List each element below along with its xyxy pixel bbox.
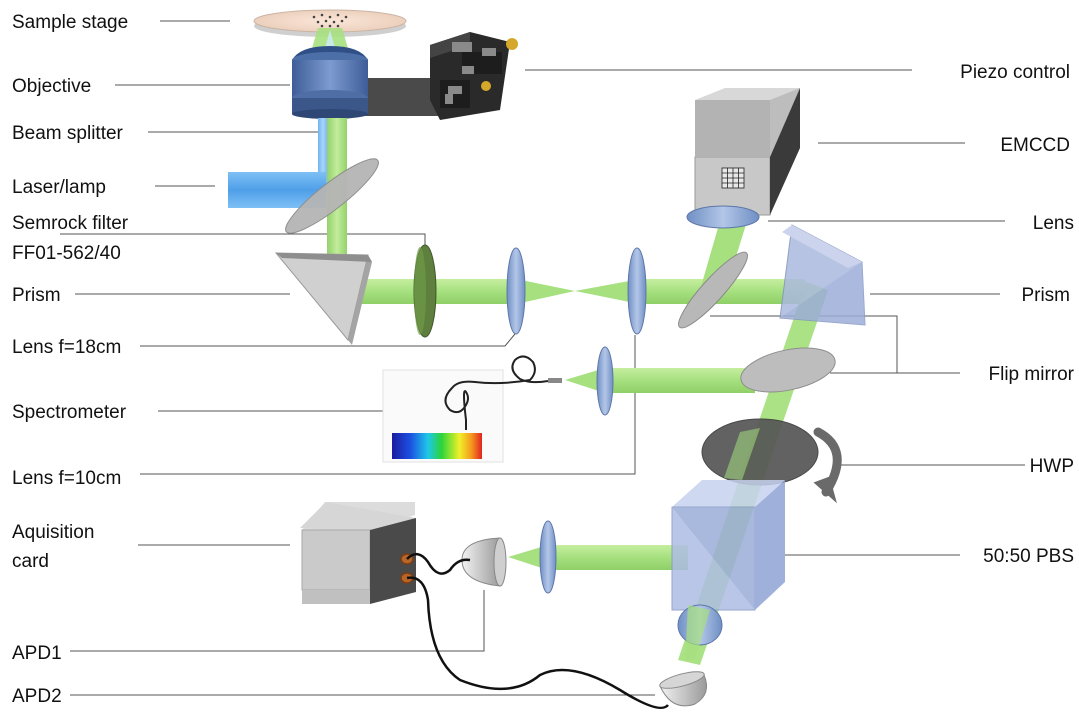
apd2-detector [659, 671, 707, 707]
prism-left [274, 252, 372, 345]
piezo-control [365, 32, 518, 120]
labels: Sample stage Objective Beam splitter Las… [12, 12, 1075, 707]
emccd-lens [686, 205, 760, 229]
label-sample-stage: Sample stage [12, 12, 128, 33]
cable-apd1 [406, 553, 471, 575]
emccd-beam [700, 214, 748, 292]
acquisition-card [300, 502, 416, 604]
sample-dots [312, 13, 348, 28]
flip-mirror-lower [740, 347, 836, 393]
label-leader-lines [60, 20, 1025, 696]
label-lens-18: Lens f=18cm [12, 337, 121, 358]
spectrometer-cone [565, 368, 605, 393]
focus-cone-b [575, 279, 640, 304]
lens-f10 [627, 247, 647, 335]
hwp-plate [701, 418, 819, 486]
beam-splitter [285, 158, 379, 234]
label-hwp: HWP [1030, 456, 1074, 477]
fiber-coupler [548, 378, 562, 383]
sample-stage [253, 9, 407, 37]
signal-cables [406, 553, 669, 710]
leader-apd1 [70, 590, 485, 652]
spectrometer [382, 355, 562, 463]
emccd-sensor-grid [721, 167, 745, 189]
label-acquisition-card-2: card [12, 551, 49, 572]
label-apd2: APD2 [12, 686, 62, 707]
spectrometer-beam [605, 368, 755, 393]
label-pbs: 50:50 PBS [983, 546, 1074, 567]
prism-right [779, 224, 866, 326]
label-emccd: EMCCD [1000, 135, 1070, 156]
label-laser-lamp: Laser/lamp [12, 177, 106, 198]
label-acquisition-card: Aquisition [12, 522, 94, 543]
emccd-camera [694, 88, 800, 216]
apd1-lens [539, 520, 557, 594]
rotation-arrow-icon [813, 427, 842, 504]
label-semrock-filter: Semrock filter [12, 213, 129, 234]
piezo-knob [481, 81, 491, 91]
lens-f18 [506, 247, 526, 335]
flip-mirror-upper [678, 251, 748, 329]
spectrum-bar [392, 433, 482, 459]
focus-cone-a [516, 279, 575, 304]
label-prism-right: Prism [1021, 285, 1070, 306]
label-lens-10: Lens f=10cm [12, 468, 121, 489]
apd1-beam [548, 545, 688, 570]
label-semrock-model: FF01-562/40 [12, 243, 121, 264]
label-apd1: APD1 [12, 643, 62, 664]
optical-fiber [444, 355, 549, 430]
label-objective: Objective [12, 76, 91, 97]
objective [292, 28, 368, 119]
apd1-cone [508, 545, 548, 570]
label-flip-mirror: Flip mirror [989, 364, 1075, 385]
spectrometer-lens [596, 346, 614, 416]
pbs-cube [671, 480, 785, 611]
label-beam-splitter: Beam splitter [12, 123, 124, 144]
leader-lens-18 [140, 333, 516, 347]
label-lens-right: Lens [1033, 213, 1074, 234]
label-prism-left: Prism [12, 285, 61, 306]
label-piezo-control: Piezo control [960, 62, 1070, 83]
piezo-knob [506, 38, 518, 50]
apd1-detector [461, 537, 507, 587]
excitation-beam-vertical [318, 118, 328, 193]
label-spectrometer: Spectrometer [12, 402, 127, 423]
cable-apd2 [406, 576, 669, 710]
objective-arm [365, 78, 440, 116]
